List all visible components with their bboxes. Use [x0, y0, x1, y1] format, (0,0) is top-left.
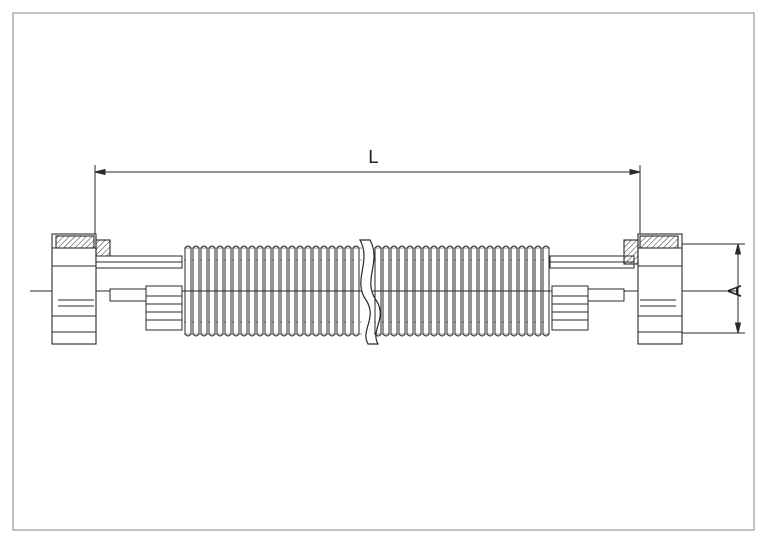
right-nut-hatch — [639, 235, 679, 249]
hose-rib — [390, 245, 398, 337]
hose-rib — [430, 245, 438, 337]
drawing-frame — [12, 12, 755, 531]
hose-rib — [494, 245, 502, 337]
diameter-label: A — [725, 284, 746, 297]
hose-rib — [280, 245, 288, 337]
hose-rib — [296, 245, 304, 337]
hose-rib — [264, 245, 272, 337]
hose-rib — [518, 245, 526, 337]
hose-rib — [304, 245, 312, 337]
hose-rib — [526, 245, 534, 337]
hose-rib — [406, 245, 414, 337]
hose-rib — [192, 245, 200, 337]
hose-rib — [240, 245, 248, 337]
right-corrugated-hose — [374, 245, 550, 337]
hose-rib — [438, 245, 446, 337]
hose-rib — [478, 245, 486, 337]
diameter-dimension — [682, 243, 745, 334]
hose-rib — [534, 245, 542, 337]
hose-rib — [224, 245, 232, 337]
hose-rib — [248, 245, 256, 337]
diameter-arrow-top — [734, 243, 742, 255]
hose-rib — [352, 245, 360, 337]
hose-rib — [486, 245, 494, 337]
hose-rib — [232, 245, 240, 337]
hose-rib — [312, 245, 320, 337]
hose-rib — [336, 245, 344, 337]
hose-rib — [328, 245, 336, 337]
hose-rib — [200, 245, 208, 337]
left-sleeve — [95, 255, 183, 331]
hose-rib — [414, 245, 422, 337]
hose-rib — [288, 245, 296, 337]
hose-rib — [422, 245, 430, 337]
length-dimension — [94, 165, 641, 248]
hose-rib — [470, 245, 478, 337]
hose-rib — [272, 245, 280, 337]
left-corrugated-hose — [184, 245, 362, 337]
hose-rib — [216, 245, 224, 337]
hose-rib — [344, 245, 352, 337]
length-label: L — [368, 147, 378, 168]
right-nut — [623, 233, 683, 345]
length-arrow-left — [94, 168, 106, 176]
left-nut — [51, 233, 111, 345]
hose-rib — [374, 245, 382, 337]
diameter-arrow-bottom — [734, 322, 742, 334]
length-arrow-right — [629, 168, 641, 176]
hose-rib — [208, 245, 216, 337]
hose-rib — [502, 245, 510, 337]
hose-rib — [320, 245, 328, 337]
hose-rib — [446, 245, 454, 337]
break-symbol — [358, 239, 381, 345]
hose-rib — [462, 245, 470, 337]
hose-rib — [398, 245, 406, 337]
hose-rib — [510, 245, 518, 337]
hose-rib — [542, 245, 550, 337]
left-nut-hatch — [55, 235, 95, 249]
hose-rib — [184, 245, 192, 337]
hose-rib — [256, 245, 264, 337]
right-sleeve — [549, 255, 635, 331]
hose-rib — [382, 245, 390, 337]
hose-rib — [454, 245, 462, 337]
